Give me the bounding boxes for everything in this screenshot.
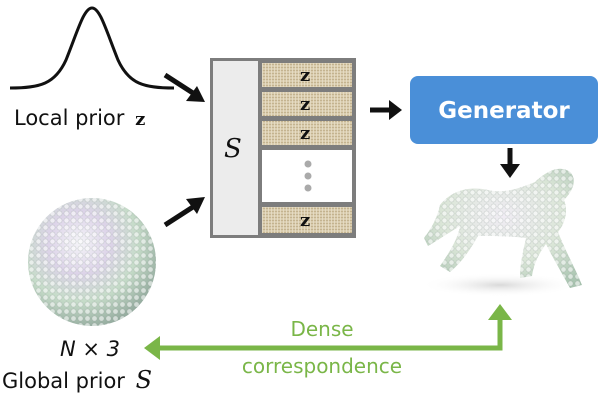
matrix-row-2: z [262,92,352,116]
matrix-row-last: z [262,207,352,233]
gaussian-curve-icon [9,6,175,90]
latent-z-last: z [300,210,310,231]
correspondence-label-line1: Dense [290,317,353,341]
local-prior-label: Local prior z [14,106,145,130]
arrow-generator-to-output [500,148,520,178]
global-prior-size-label: N × 3 [60,337,120,361]
correspondence-label-line2: correspondence [242,354,402,378]
point-cloud-sphere [28,198,156,326]
matrix-row-3: z [262,121,352,145]
generator-label: Generator [438,98,570,124]
latent-z-2: z [300,94,310,115]
generated-dog-point-cloud [420,168,582,297]
shared-global-symbol: S [224,134,242,164]
arrow-global-to-matrix [163,197,205,228]
latent-matrix: S z z z z [210,58,356,238]
latent-z-3: z [300,123,310,144]
matrix-row-ellipsis [262,150,352,202]
latent-z-1: z [300,65,310,86]
arrow-matrix-to-generator [370,100,402,120]
arrow-local-to-matrix [163,72,205,102]
dense-correspondence-arrow [144,304,512,360]
generator-block: Generator [410,76,598,144]
global-prior-label: Global prior S [2,366,152,394]
matrix-row-1: z [262,63,352,87]
